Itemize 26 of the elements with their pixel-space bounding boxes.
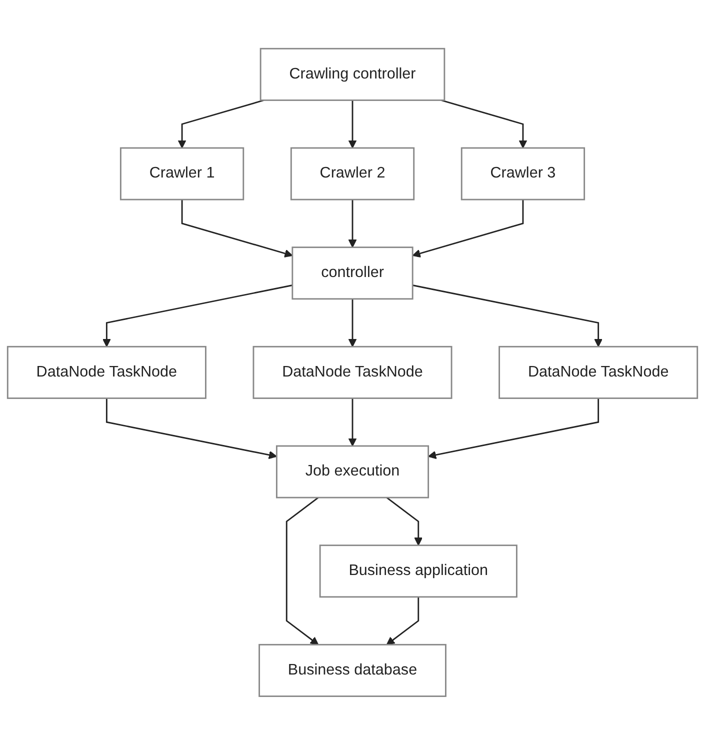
node-box: DataNode TaskNode: [6, 345, 206, 398]
arrow: [348, 199, 357, 248]
arrow: [428, 398, 600, 459]
arrow: [106, 398, 278, 459]
arrow: [348, 100, 357, 148]
arrow: [286, 496, 319, 645]
node-box: Job execution: [276, 444, 430, 498]
node-box: Crawler 2: [290, 146, 415, 200]
arrow: [412, 199, 524, 258]
node-box: DataNode TaskNode: [498, 345, 698, 398]
arrow: [102, 284, 293, 347]
arrow: [348, 298, 357, 347]
node-box: Crawler 3: [460, 146, 586, 200]
arrow: [348, 398, 357, 446]
arrow: [386, 596, 420, 645]
arrow: [440, 99, 528, 148]
node-box: Crawling controller: [260, 47, 446, 100]
arrow: [181, 199, 293, 258]
node-box: DataNode TaskNode: [252, 345, 452, 398]
arrow: [412, 284, 603, 347]
node-box: controller: [292, 246, 414, 300]
arrow: [178, 99, 264, 148]
node-box: Crawler 1: [120, 146, 244, 200]
node-box: Business application: [319, 544, 518, 598]
node-box: Business database: [258, 644, 446, 697]
arrow: [386, 496, 423, 546]
